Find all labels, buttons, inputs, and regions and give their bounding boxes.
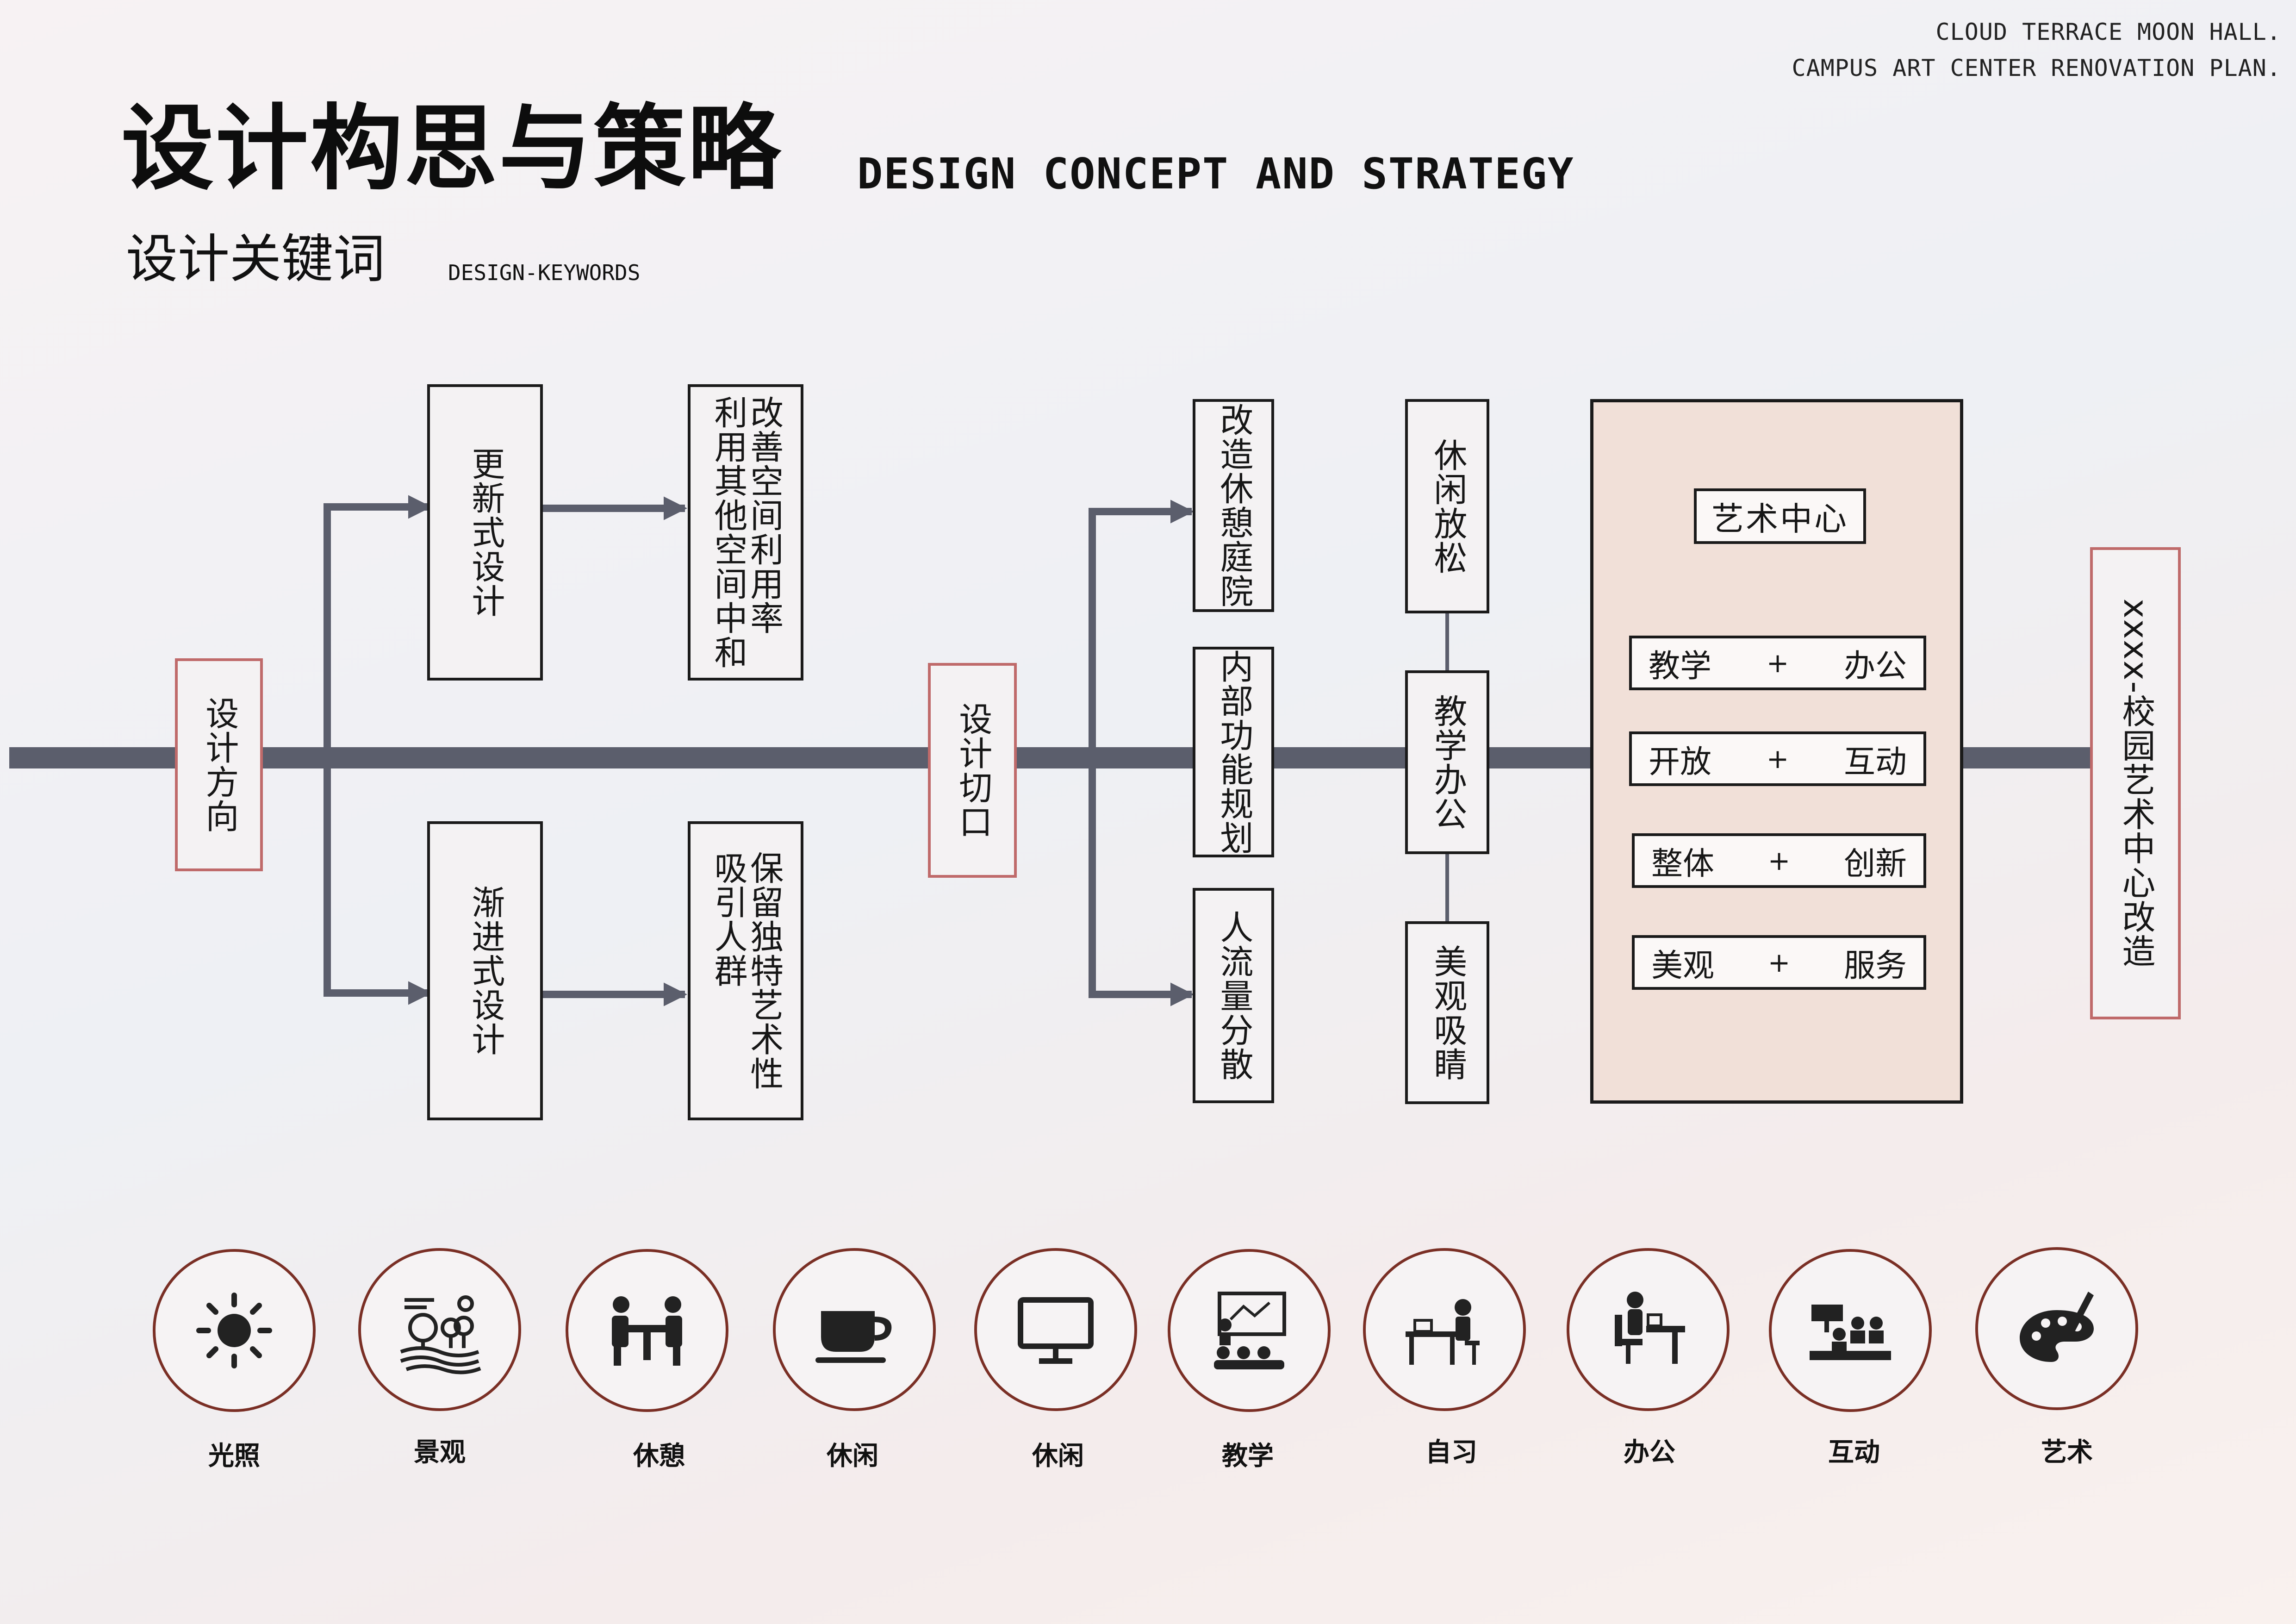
renewal-design-box: 更新式设计	[427, 384, 543, 681]
design-entry-label: 设计切口	[953, 702, 992, 839]
section-title-cn: 设计关键词	[126, 229, 385, 289]
pair-left: 整体	[1651, 845, 1715, 882]
keyword-icon-interaction	[1769, 1249, 1932, 1412]
pair-right: 创新	[1843, 845, 1907, 882]
final-goal-box: xxxx-校园艺术中心改造	[2090, 547, 2181, 1019]
function-label: 教学办公	[1428, 693, 1467, 831]
page-title-en: DESIGN CONCEPT AND STRATEGY	[857, 149, 1574, 199]
renewal-design-label: 更新式设计	[466, 447, 505, 618]
keyword-icon-sun	[153, 1249, 316, 1412]
action-label: 内部功能规划	[1214, 649, 1253, 855]
pair-plus: +	[1767, 947, 1791, 978]
rest-table-icon	[612, 1296, 682, 1366]
final-goal-label: xxxx-校园艺术中心改造	[2116, 598, 2155, 968]
keyword-icon-monitor	[974, 1248, 1137, 1411]
progressive-result-label: 保留独特艺术性 吸引人群	[709, 851, 784, 1091]
design-entry-box: 设计切口	[928, 663, 1017, 878]
page-title-cn: 设计构思与策略	[121, 95, 783, 203]
teaching-board-icon	[1214, 1292, 1286, 1369]
function-label: 休闲放松	[1428, 437, 1467, 575]
keyword-label: 艺术	[2041, 1437, 2093, 1468]
pair-right: 互动	[1843, 743, 1907, 781]
keyword-icon-teaching	[1168, 1249, 1331, 1412]
pair-left: 教学	[1649, 648, 1712, 685]
palette-icon	[2020, 1292, 2094, 1362]
renewal-result-label: 改善空间利用率 利用其他空间中和	[709, 395, 784, 669]
function-label: 美观吸睛	[1428, 944, 1467, 1081]
coffee-cup-icon	[815, 1311, 892, 1363]
desk-study-icon	[1406, 1299, 1480, 1365]
function-box-leisure: 休闲放松	[1405, 399, 1489, 613]
keyword-label: 休憩	[633, 1441, 685, 1471]
section-title-en: DESIGN-KEYWORDS	[448, 260, 641, 285]
office-chair-icon	[1615, 1292, 1685, 1364]
function-box-teaching-office: 教学办公	[1405, 670, 1489, 854]
progressive-design-label: 渐进式设计	[466, 885, 505, 1056]
pair-left: 开放	[1649, 743, 1712, 781]
art-center-goal-label: 艺术中心	[1711, 500, 1848, 538]
progressive-design-box: 渐进式设计	[427, 821, 543, 1120]
function-box-eye-catching: 美观吸睛	[1405, 921, 1489, 1104]
pair-row: 美观 + 服务	[1632, 935, 1926, 990]
keyword-label: 自习	[1425, 1437, 1477, 1468]
group-meeting-icon	[1810, 1305, 1891, 1360]
keyword-label: 光照	[208, 1441, 260, 1471]
keyword-label: 教学	[1222, 1441, 1274, 1471]
keyword-icon-rest	[566, 1249, 728, 1412]
action-box-function-plan: 内部功能规划	[1193, 647, 1274, 857]
project-subtitle-line: CAMPUS ART CENTER RENOVATION PLAN.	[1792, 55, 2281, 81]
pair-row: 整体 + 创新	[1632, 833, 1926, 888]
pair-right: 服务	[1843, 947, 1907, 984]
monitor-icon	[1018, 1297, 1094, 1364]
keyword-label: 休闲	[827, 1441, 878, 1471]
design-direction-box: 设计方向	[175, 658, 263, 871]
pair-left: 美观	[1651, 947, 1715, 984]
action-label: 改造休憩庭院	[1214, 403, 1253, 608]
sun-icon	[196, 1293, 272, 1368]
keyword-label: 休闲	[1032, 1441, 1084, 1471]
keyword-icon-art	[1975, 1247, 2138, 1410]
pair-right: 办公	[1843, 648, 1907, 685]
keyword-label: 办公	[1624, 1437, 1675, 1468]
art-center-goal-box: 艺术中心	[1694, 488, 1866, 544]
pair-plus: +	[1766, 743, 1789, 775]
action-box-courtyard: 改造休憩庭院	[1193, 399, 1274, 612]
pair-plus: +	[1766, 647, 1789, 679]
action-box-crowd-flow: 人流量分散	[1193, 888, 1274, 1103]
action-label: 人流量分散	[1214, 910, 1253, 1081]
keyword-icon-coffee	[773, 1248, 936, 1411]
keyword-icon-office	[1567, 1248, 1730, 1411]
landscape-icon	[400, 1295, 481, 1374]
design-direction-label: 设计方向	[199, 696, 239, 833]
pair-plus: +	[1767, 845, 1791, 876]
keyword-label: 互动	[1828, 1437, 1880, 1468]
progressive-result-box: 保留独特艺术性 吸引人群	[688, 821, 803, 1120]
pair-row: 开放 + 互动	[1629, 731, 1926, 786]
renewal-result-box: 改善空间利用率 利用其他空间中和	[688, 384, 803, 681]
keyword-icon-landscape	[358, 1248, 521, 1411]
project-name-line: CLOUD TERRACE MOON HALL.	[1935, 19, 2281, 45]
keyword-label: 景观	[414, 1437, 466, 1468]
pair-row: 教学 + 办公	[1629, 636, 1926, 690]
keyword-icon-study	[1363, 1248, 1526, 1411]
